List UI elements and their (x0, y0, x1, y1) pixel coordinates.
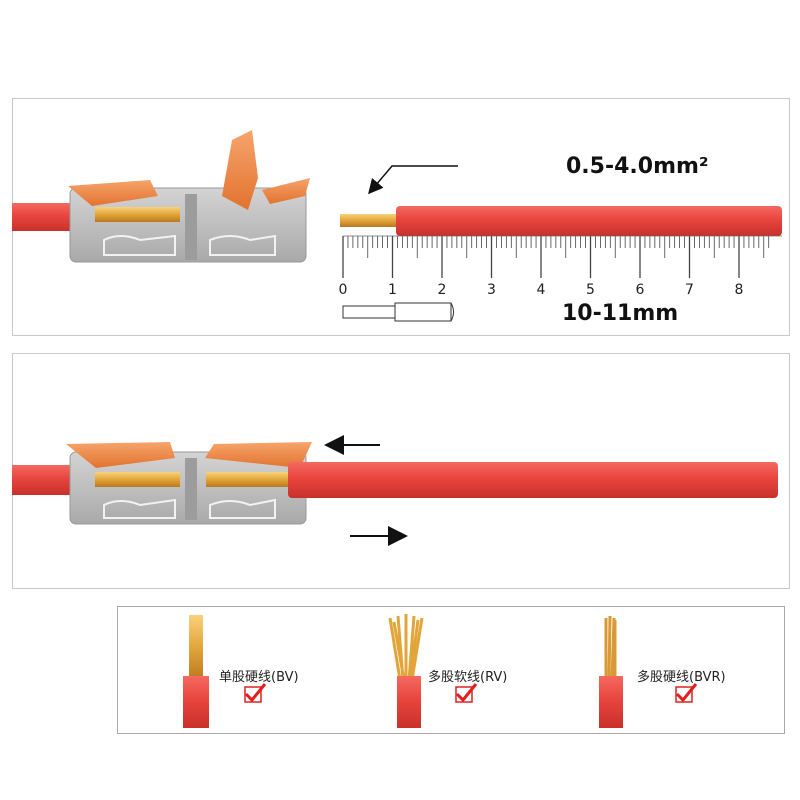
cross-section-label: 0.5-4.0mm² (566, 154, 709, 179)
spring-clamp-right-2 (209, 498, 276, 519)
red-wire (396, 206, 782, 236)
wire-stranded-bvr (599, 615, 623, 728)
check-icon (675, 683, 698, 703)
check-icon (455, 683, 478, 703)
ruler-number: 8 (735, 282, 744, 298)
wire-type-label: 多股硬线(BVR) (637, 670, 726, 685)
strip-length-label: 10-11mm (562, 301, 679, 326)
spring-clamp-right (209, 234, 276, 256)
wire-type-label: 单股硬线(BV) (219, 670, 299, 685)
ruler-number: 1 (388, 282, 397, 298)
check-icon (244, 683, 267, 703)
spring-clamp-left-2 (103, 498, 176, 519)
strip-length-outline (342, 302, 454, 322)
ruler-number: 5 (586, 282, 595, 298)
wire-stranded-rv (388, 614, 424, 728)
lever-right-raised (222, 130, 258, 210)
spring-clamp-left (103, 234, 176, 256)
lever-right (205, 442, 312, 468)
ruler: 0 1 2 3 4 5 6 7 8 (339, 235, 782, 298)
lever-left (66, 442, 175, 468)
lever-tip (262, 178, 310, 204)
copper-core (95, 207, 180, 222)
ruler-number: 2 (438, 282, 447, 298)
wire-type-label: 多股软线(RV) (428, 670, 508, 685)
center-divider (185, 194, 197, 260)
ruler-number: 4 (537, 282, 546, 298)
copper-core-left (95, 472, 180, 487)
center-divider-2 (185, 458, 197, 520)
ruler-number: 3 (487, 282, 496, 298)
stripped-copper (340, 214, 400, 227)
ruler-number: 6 (636, 282, 645, 298)
ruler-number: 7 (685, 282, 694, 298)
copper-core-right (206, 472, 291, 487)
lever-left-closed (68, 180, 158, 206)
insert-arrow (368, 165, 458, 195)
ruler-number: 0 (339, 282, 348, 298)
connector-open (12, 130, 310, 263)
wire-solid-bv (183, 615, 209, 728)
right-wire (288, 462, 778, 498)
connector-closed (12, 442, 778, 525)
